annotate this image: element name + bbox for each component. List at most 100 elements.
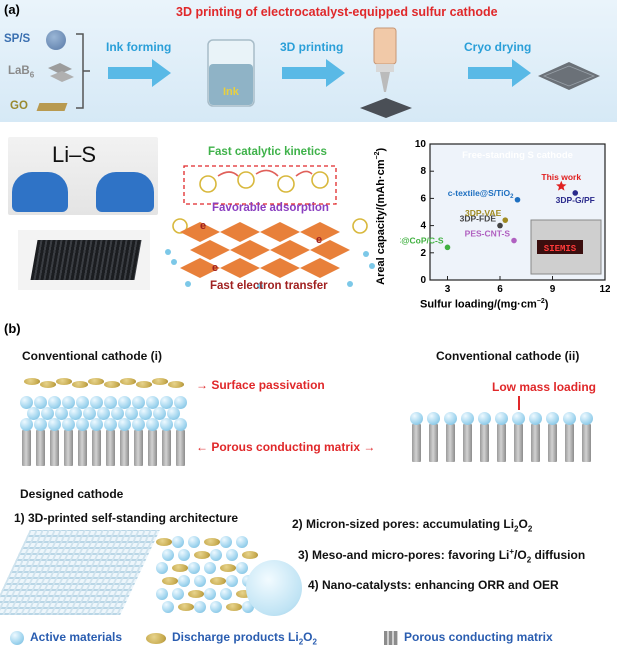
matrix-pillar: [480, 424, 489, 462]
meso-micro-pores-label: 3) Meso-and micro-pores: favoring Li+/O2…: [298, 547, 586, 565]
legend-active-materials: Active materials: [30, 630, 123, 644]
conventional-cathode-ii-diagram: [408, 404, 608, 464]
legend-discharge-icon: [146, 633, 166, 644]
chart-xtick-label: 12: [599, 284, 610, 295]
active-sphere: [162, 601, 174, 613]
chart-ytick-label: 10: [415, 140, 427, 150]
3d-printed-lattice: [0, 530, 160, 615]
active-sphere: [69, 407, 82, 420]
chart-ytick-label: 8: [420, 166, 426, 177]
discharge-disk: [56, 378, 72, 385]
active-sphere: [160, 396, 173, 409]
cryo-dried-grid-icon: [538, 62, 600, 90]
active-sphere: [132, 396, 145, 409]
active-sphere: [83, 407, 96, 420]
conventional-cathode-i-label: Conventional cathode (i): [22, 349, 163, 363]
discharge-disk: [156, 538, 172, 546]
matrix-pillar: [148, 430, 157, 466]
discharge-disk: [172, 564, 188, 572]
active-sphere: [125, 407, 138, 420]
active-sphere: [188, 536, 200, 548]
chart-point-label-4: 3DP-VAE: [465, 208, 502, 218]
matrix-pillar: [106, 430, 115, 466]
chart-inset-text: SIEMIS: [544, 244, 577, 254]
active-sphere: [226, 549, 238, 561]
panel-b-label: (b): [4, 321, 21, 336]
active-sphere: [204, 562, 216, 574]
step-cryo-drying: Cryo drying: [464, 40, 532, 54]
matrix-pillar: [176, 430, 185, 466]
discharge-disk: [72, 381, 88, 388]
designed-cathode-structure: [150, 532, 300, 622]
mechanism-diagram: [165, 165, 375, 289]
matrix-pillar: [463, 424, 472, 462]
active-sphere: [162, 549, 174, 561]
legend-active-materials-icon: [10, 631, 24, 645]
active-sphere: [495, 412, 508, 425]
surface-passivation-label: → Surface passivation: [196, 378, 325, 392]
discharge-disk: [88, 378, 104, 385]
arrow-ink-forming-icon: [108, 59, 171, 87]
discharge-disk: [236, 590, 252, 598]
active-sphere: [34, 396, 47, 409]
designed-cathode-label: Designed cathode: [20, 487, 124, 501]
active-sphere: [188, 562, 200, 574]
discharge-disk: [210, 577, 226, 585]
matrix-pillar: [582, 424, 591, 462]
favorable-adsorption-label: Favorable adsorption: [212, 202, 329, 214]
active-sphere: [160, 418, 173, 431]
matrix-pillar: [22, 430, 31, 466]
active-sphere: [220, 536, 232, 548]
active-sphere: [427, 412, 440, 425]
discharge-disk: [136, 381, 152, 388]
discharge-disk: [188, 590, 204, 598]
conventional-cathode-i-diagram: [18, 374, 188, 466]
active-sphere: [111, 407, 124, 420]
matrix-pillar: [134, 430, 143, 466]
active-sphere: [210, 601, 222, 613]
nano-catalyst-zoom-circle: [246, 560, 302, 616]
chart-ytick-label: 4: [420, 221, 426, 232]
go-sheet-icon: [36, 103, 68, 111]
matrix-pillar: [429, 424, 438, 462]
active-sphere: [146, 396, 159, 409]
active-sphere: [55, 407, 68, 420]
electron-label-2: e: [316, 234, 323, 246]
chart-point-label-5: PES-CNT-S: [465, 229, 511, 239]
chart-point-4: [502, 217, 509, 223]
active-sphere: [156, 562, 168, 574]
panel-a-label: (a): [4, 2, 20, 17]
active-sphere: [546, 412, 559, 425]
discharge-disk: [120, 378, 136, 385]
matrix-pillar: [446, 424, 455, 462]
active-sphere: [410, 412, 423, 425]
legend-matrix-icon: [384, 631, 398, 645]
active-sphere: [90, 418, 103, 431]
conventional-cathode-ii-label: Conventional cathode (ii): [436, 349, 580, 363]
active-sphere: [97, 407, 110, 420]
chart-inset-display: [537, 240, 583, 254]
step-ink-forming: Ink forming: [106, 40, 172, 54]
active-sphere: [76, 396, 89, 409]
active-sphere: [139, 407, 152, 420]
discharge-disk: [204, 538, 220, 546]
photo-li-s-text: Li–S: [52, 142, 97, 167]
material-lab6: LaB6: [8, 65, 35, 80]
matrix-pillar: [64, 430, 73, 466]
active-sphere: [62, 396, 75, 409]
active-sphere: [444, 412, 457, 425]
active-sphere: [194, 575, 206, 587]
chart-ylabel-wrap: Areal capacity/(mAh·cm−2): [370, 140, 392, 300]
matrix-pillar: [531, 424, 540, 462]
matrix-pillar: [120, 430, 129, 466]
matrix-pillar: [412, 424, 421, 462]
active-sphere: [178, 549, 190, 561]
lab6-crystal-icon: [48, 63, 74, 82]
discharge-disk: [220, 564, 236, 572]
chart-point-2: [514, 196, 521, 203]
chart-ylabel: Areal capacity/(mAh·cm−2): [374, 147, 387, 285]
material-sps: SP/S: [4, 33, 31, 45]
discharge-disk: [178, 603, 194, 611]
chart-point-5: [511, 237, 517, 244]
printed-grid-sample: [30, 240, 142, 280]
